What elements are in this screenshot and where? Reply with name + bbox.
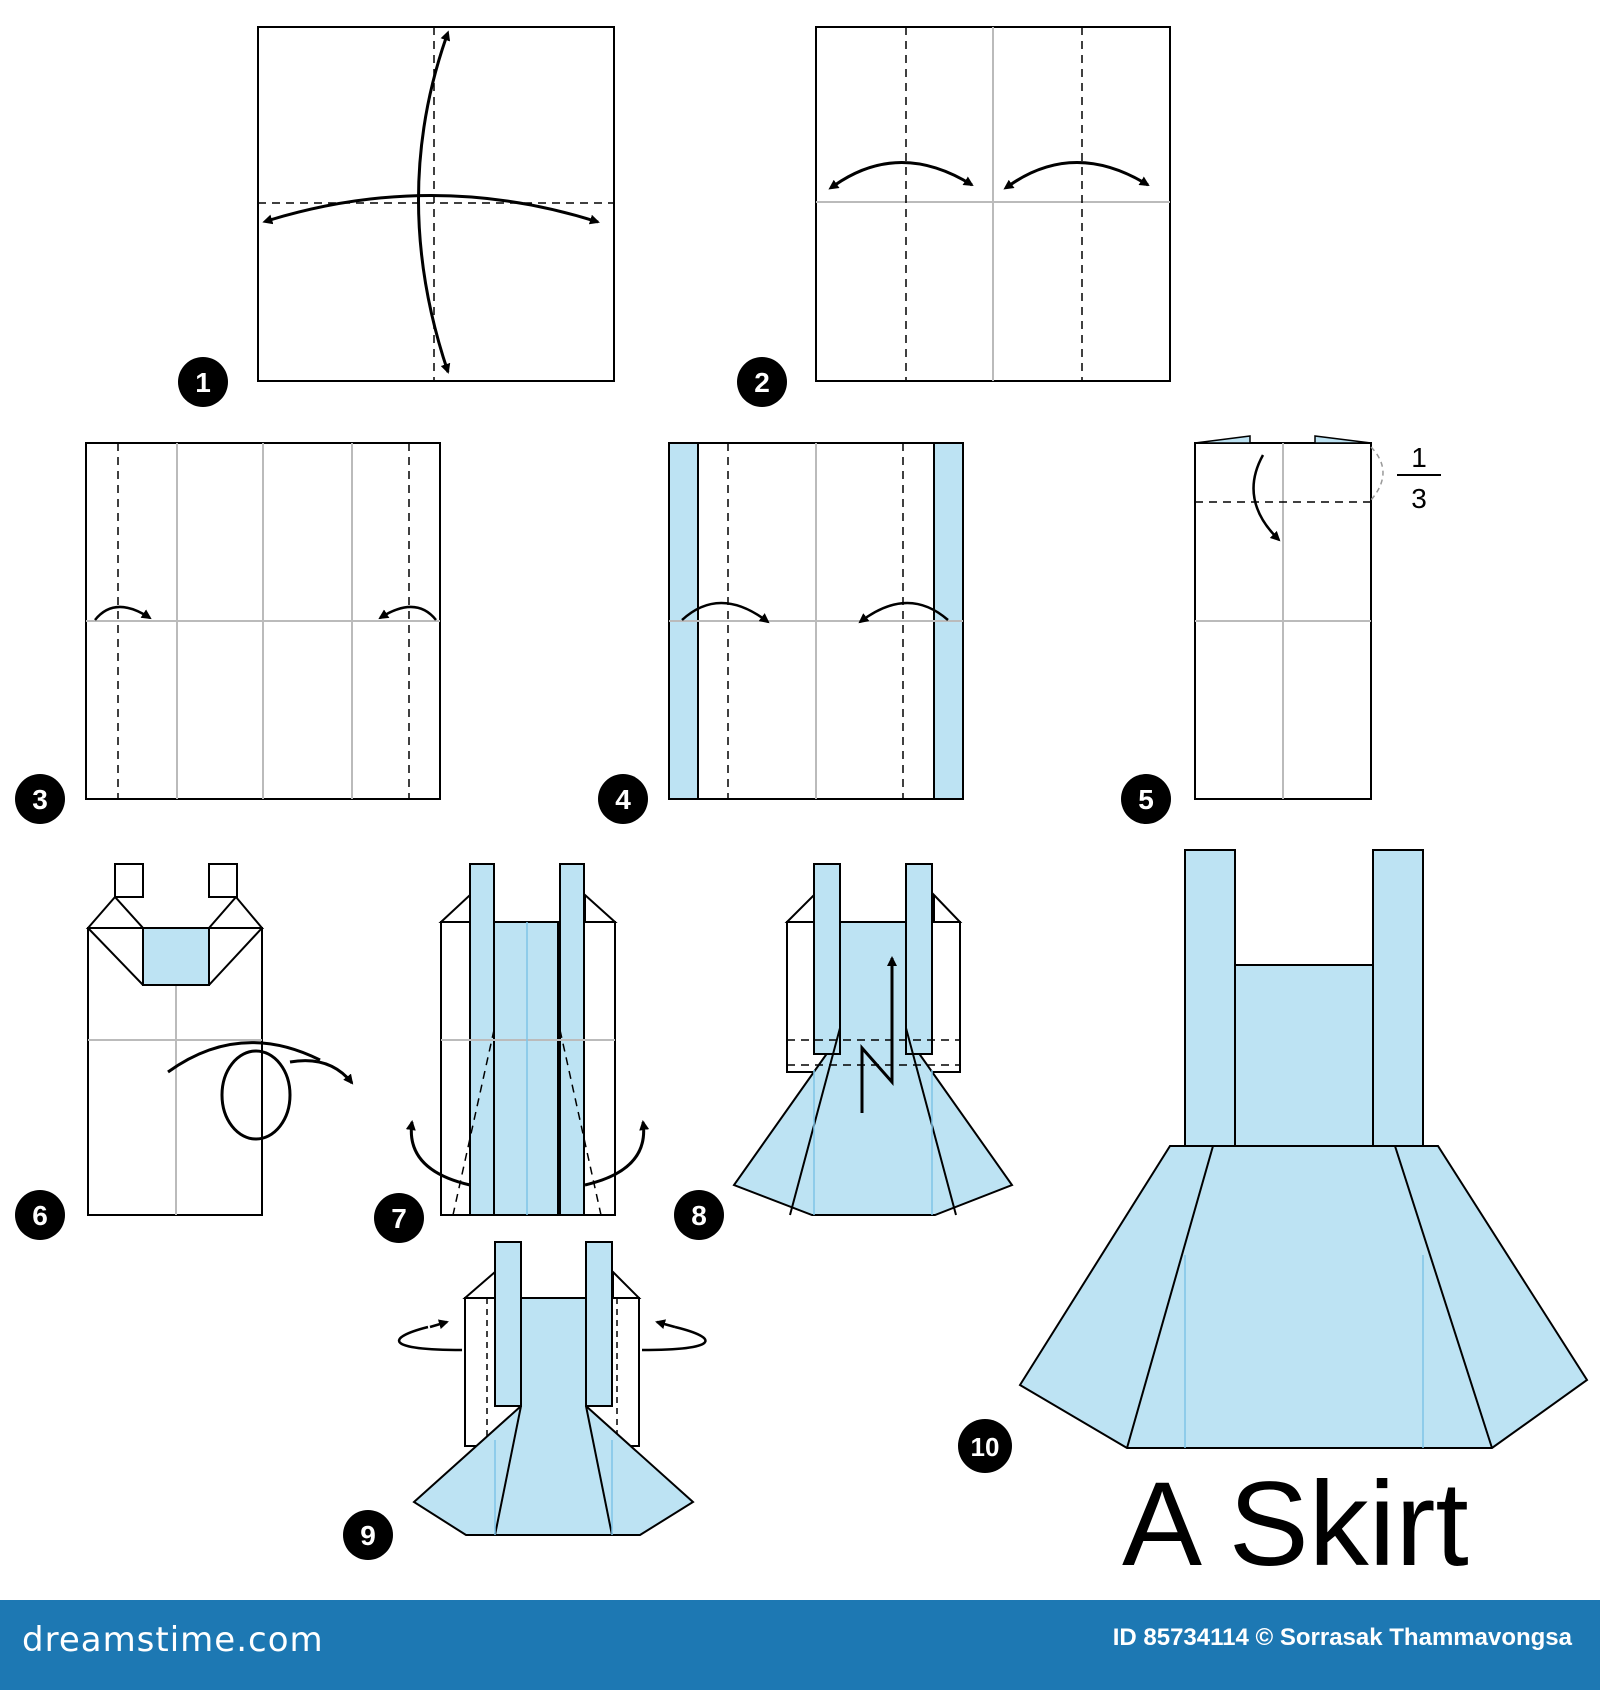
step-badge-1: 1 <box>178 357 228 407</box>
footer-bar: dreamstime.com ID 85734114 © Sorrasak Th… <box>0 1600 1600 1690</box>
step-badge-4: 4 <box>598 774 648 824</box>
step-2-diagram <box>815 26 1171 382</box>
footer-brand[interactable]: dreamstime.com <box>22 1620 324 1660</box>
step-badge-6: 6 <box>15 1190 65 1240</box>
step-label-9: 9 <box>360 1520 376 1551</box>
step-10-diagram <box>1018 849 1589 1449</box>
step-3-diagram <box>85 442 441 800</box>
step-9-diagram <box>397 1241 707 1536</box>
step-badge-10: 10 <box>958 1419 1012 1473</box>
step-label-3: 3 <box>32 784 48 815</box>
fraction-denominator: 3 <box>1411 483 1427 514</box>
step-8-diagram <box>732 863 1014 1216</box>
step-label-4: 4 <box>615 784 631 815</box>
step-4-diagram <box>668 442 964 800</box>
step-label-1: 1 <box>195 367 211 398</box>
step-7-diagram <box>405 863 650 1216</box>
step-label-10: 10 <box>971 1432 1000 1462</box>
fraction-numerator: 1 <box>1411 442 1427 473</box>
step-badge-5: 5 <box>1121 774 1171 824</box>
footer-credit: ID 85734114 © Sorrasak Thammavongsa <box>1112 1624 1572 1651</box>
step-label-6: 6 <box>32 1200 48 1231</box>
step-6-diagram <box>85 863 354 1216</box>
step-label-7: 7 <box>391 1203 407 1234</box>
page-title: A Skirt <box>1122 1457 1469 1591</box>
step-1-diagram <box>257 26 615 382</box>
step-badge-8: 8 <box>674 1190 724 1240</box>
step-label-5: 5 <box>1138 784 1154 815</box>
step-badge-7: 7 <box>374 1193 424 1243</box>
step-5-diagram <box>1194 435 1441 800</box>
step-badge-2: 2 <box>737 357 787 407</box>
step-badge-9: 9 <box>343 1510 393 1560</box>
step-label-8: 8 <box>691 1200 707 1231</box>
step-label-2: 2 <box>754 367 770 398</box>
step-badge-3: 3 <box>15 774 65 824</box>
origami-diagram: 1 3 <box>15 26 1589 1560</box>
